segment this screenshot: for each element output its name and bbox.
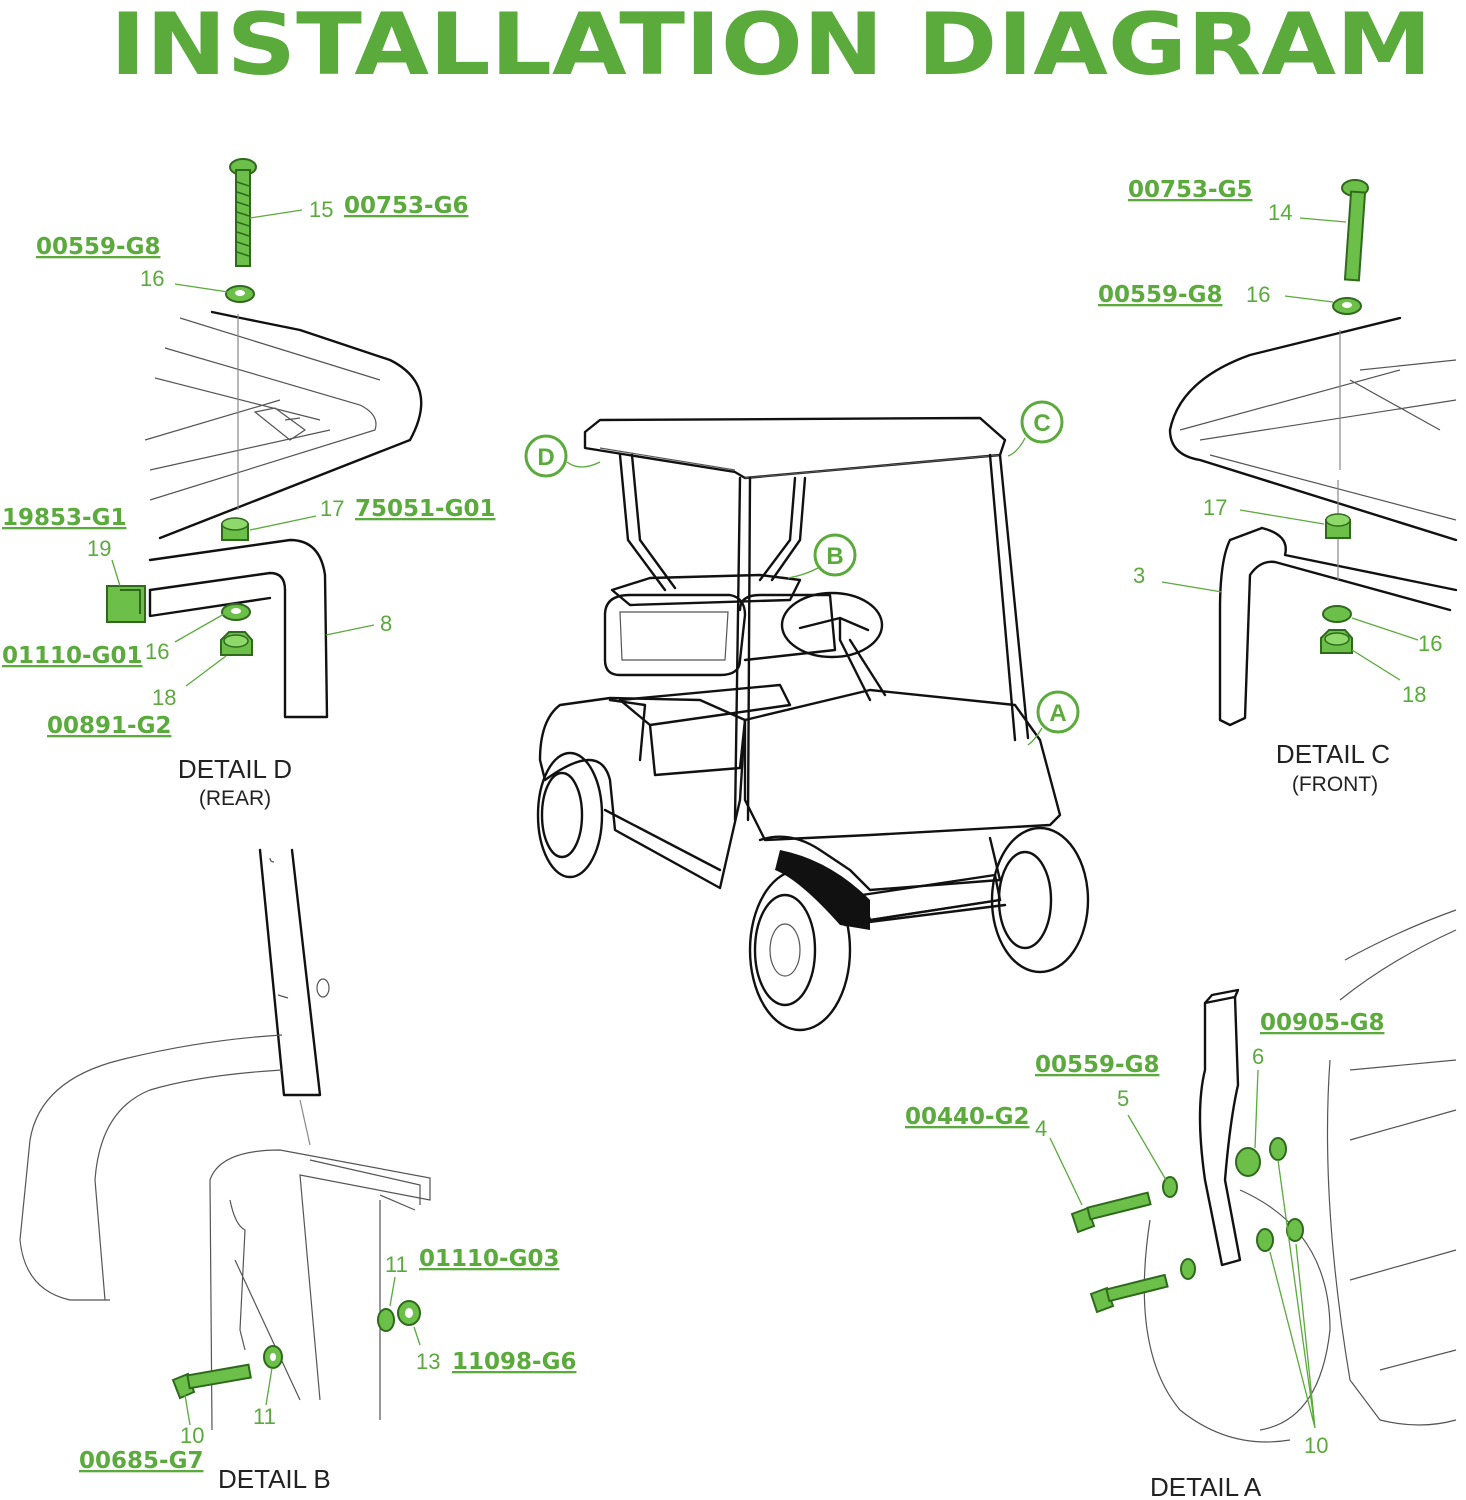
bolt-icon (171, 1363, 252, 1400)
item-number: 13 (416, 1349, 440, 1374)
part-number[interactable]: 00753-G5 (1128, 177, 1252, 203)
spacer-icon (1235, 1147, 1261, 1177)
part-number[interactable]: 00753-G6 (344, 193, 468, 219)
washer-icon (1256, 1228, 1274, 1252)
item-number: 17 (1203, 495, 1227, 520)
callout-c[interactable]: C (1007, 400, 1064, 457)
item-number: 14 (1268, 200, 1292, 225)
svg-text:D: D (537, 444, 554, 471)
spacer-icon (221, 517, 249, 541)
part-number[interactable]: 19853-G1 (2, 505, 126, 531)
spacer-icon (1325, 513, 1351, 539)
washer-icon (1322, 605, 1352, 623)
part-number[interactable]: 01110-G01 (2, 643, 142, 669)
callout-a[interactable]: A (1027, 690, 1080, 746)
item-number: 18 (1402, 682, 1426, 707)
item-number: 6 (1252, 1044, 1264, 1069)
item-number: 15 (309, 197, 333, 222)
part-number[interactable]: 00559-G8 (36, 234, 160, 260)
part-number[interactable]: 75051-G01 (355, 496, 495, 522)
item-number: 19 (87, 536, 111, 561)
detail-title: DETAIL B (218, 1464, 331, 1494)
detail-a (1049, 909, 1457, 1443)
detail-subtitle: (REAR) (199, 787, 271, 810)
part-number[interactable]: 00905-G8 (1260, 1010, 1384, 1036)
item-number: 16 (140, 266, 164, 291)
detail-title: DETAIL C (1276, 739, 1390, 769)
bolt-icon (229, 158, 257, 267)
front-right-wheel (990, 826, 1090, 974)
bolt-icon (1341, 179, 1369, 282)
item-number: 16 (1418, 631, 1442, 656)
rear-wheel (536, 751, 604, 879)
part-number[interactable]: 00559-G8 (1098, 282, 1222, 308)
detail-title: DETAIL A (1150, 1472, 1262, 1500)
washer-icon (1180, 1258, 1196, 1280)
detail-c (1161, 179, 1458, 727)
callout-d[interactable]: D (524, 434, 601, 478)
svg-text:A: A (1049, 700, 1066, 727)
clip-icon (106, 585, 146, 623)
item-number: 16 (1246, 282, 1270, 307)
item-number: 10 (1304, 1433, 1328, 1458)
bolt-icon (1089, 1273, 1169, 1314)
nut-icon (220, 631, 253, 656)
item-number: 17 (320, 496, 344, 521)
washer-icon (1162, 1176, 1178, 1198)
bolt-icon (1070, 1191, 1152, 1234)
part-number[interactable]: 00891-G2 (47, 713, 171, 739)
callout-b[interactable]: B (787, 533, 857, 579)
washer-icon (1286, 1218, 1304, 1242)
item-number: 8 (380, 611, 392, 636)
washer-icon (1269, 1137, 1287, 1161)
part-number[interactable]: 00559-G8 (1035, 1052, 1159, 1078)
part-number[interactable]: 11098-G6 (452, 1349, 576, 1375)
part-number[interactable]: 00440-G2 (905, 1104, 1029, 1130)
item-number: 5 (1117, 1086, 1129, 1111)
svg-text:C: C (1033, 410, 1050, 437)
title-banner: INSTALLATION DIAGRAM (110, 0, 1432, 92)
item-number: 11 (385, 1252, 408, 1277)
washer-icon (377, 1308, 395, 1332)
item-number: 10 (180, 1423, 204, 1448)
item-number: 16 (145, 639, 169, 664)
detail-subtitle: (FRONT) (1292, 773, 1378, 796)
nut-icon (1320, 629, 1353, 654)
nut-icon (397, 1300, 421, 1326)
svg-text:B: B (826, 543, 843, 570)
detail-title: DETAIL D (178, 754, 292, 784)
part-number[interactable]: 00685-G7 (79, 1448, 203, 1474)
detail-b (19, 848, 431, 1431)
item-number: 4 (1035, 1116, 1047, 1141)
golf-cart-illustration (536, 416, 1090, 1032)
item-number: 18 (152, 685, 176, 710)
detail-d (106, 158, 423, 719)
item-number: 11 (253, 1404, 276, 1429)
page-title: INSTALLATION DIAGRAM (110, 0, 1432, 92)
part-number[interactable]: 01110-G03 (419, 1246, 559, 1272)
item-number: 3 (1133, 563, 1145, 588)
